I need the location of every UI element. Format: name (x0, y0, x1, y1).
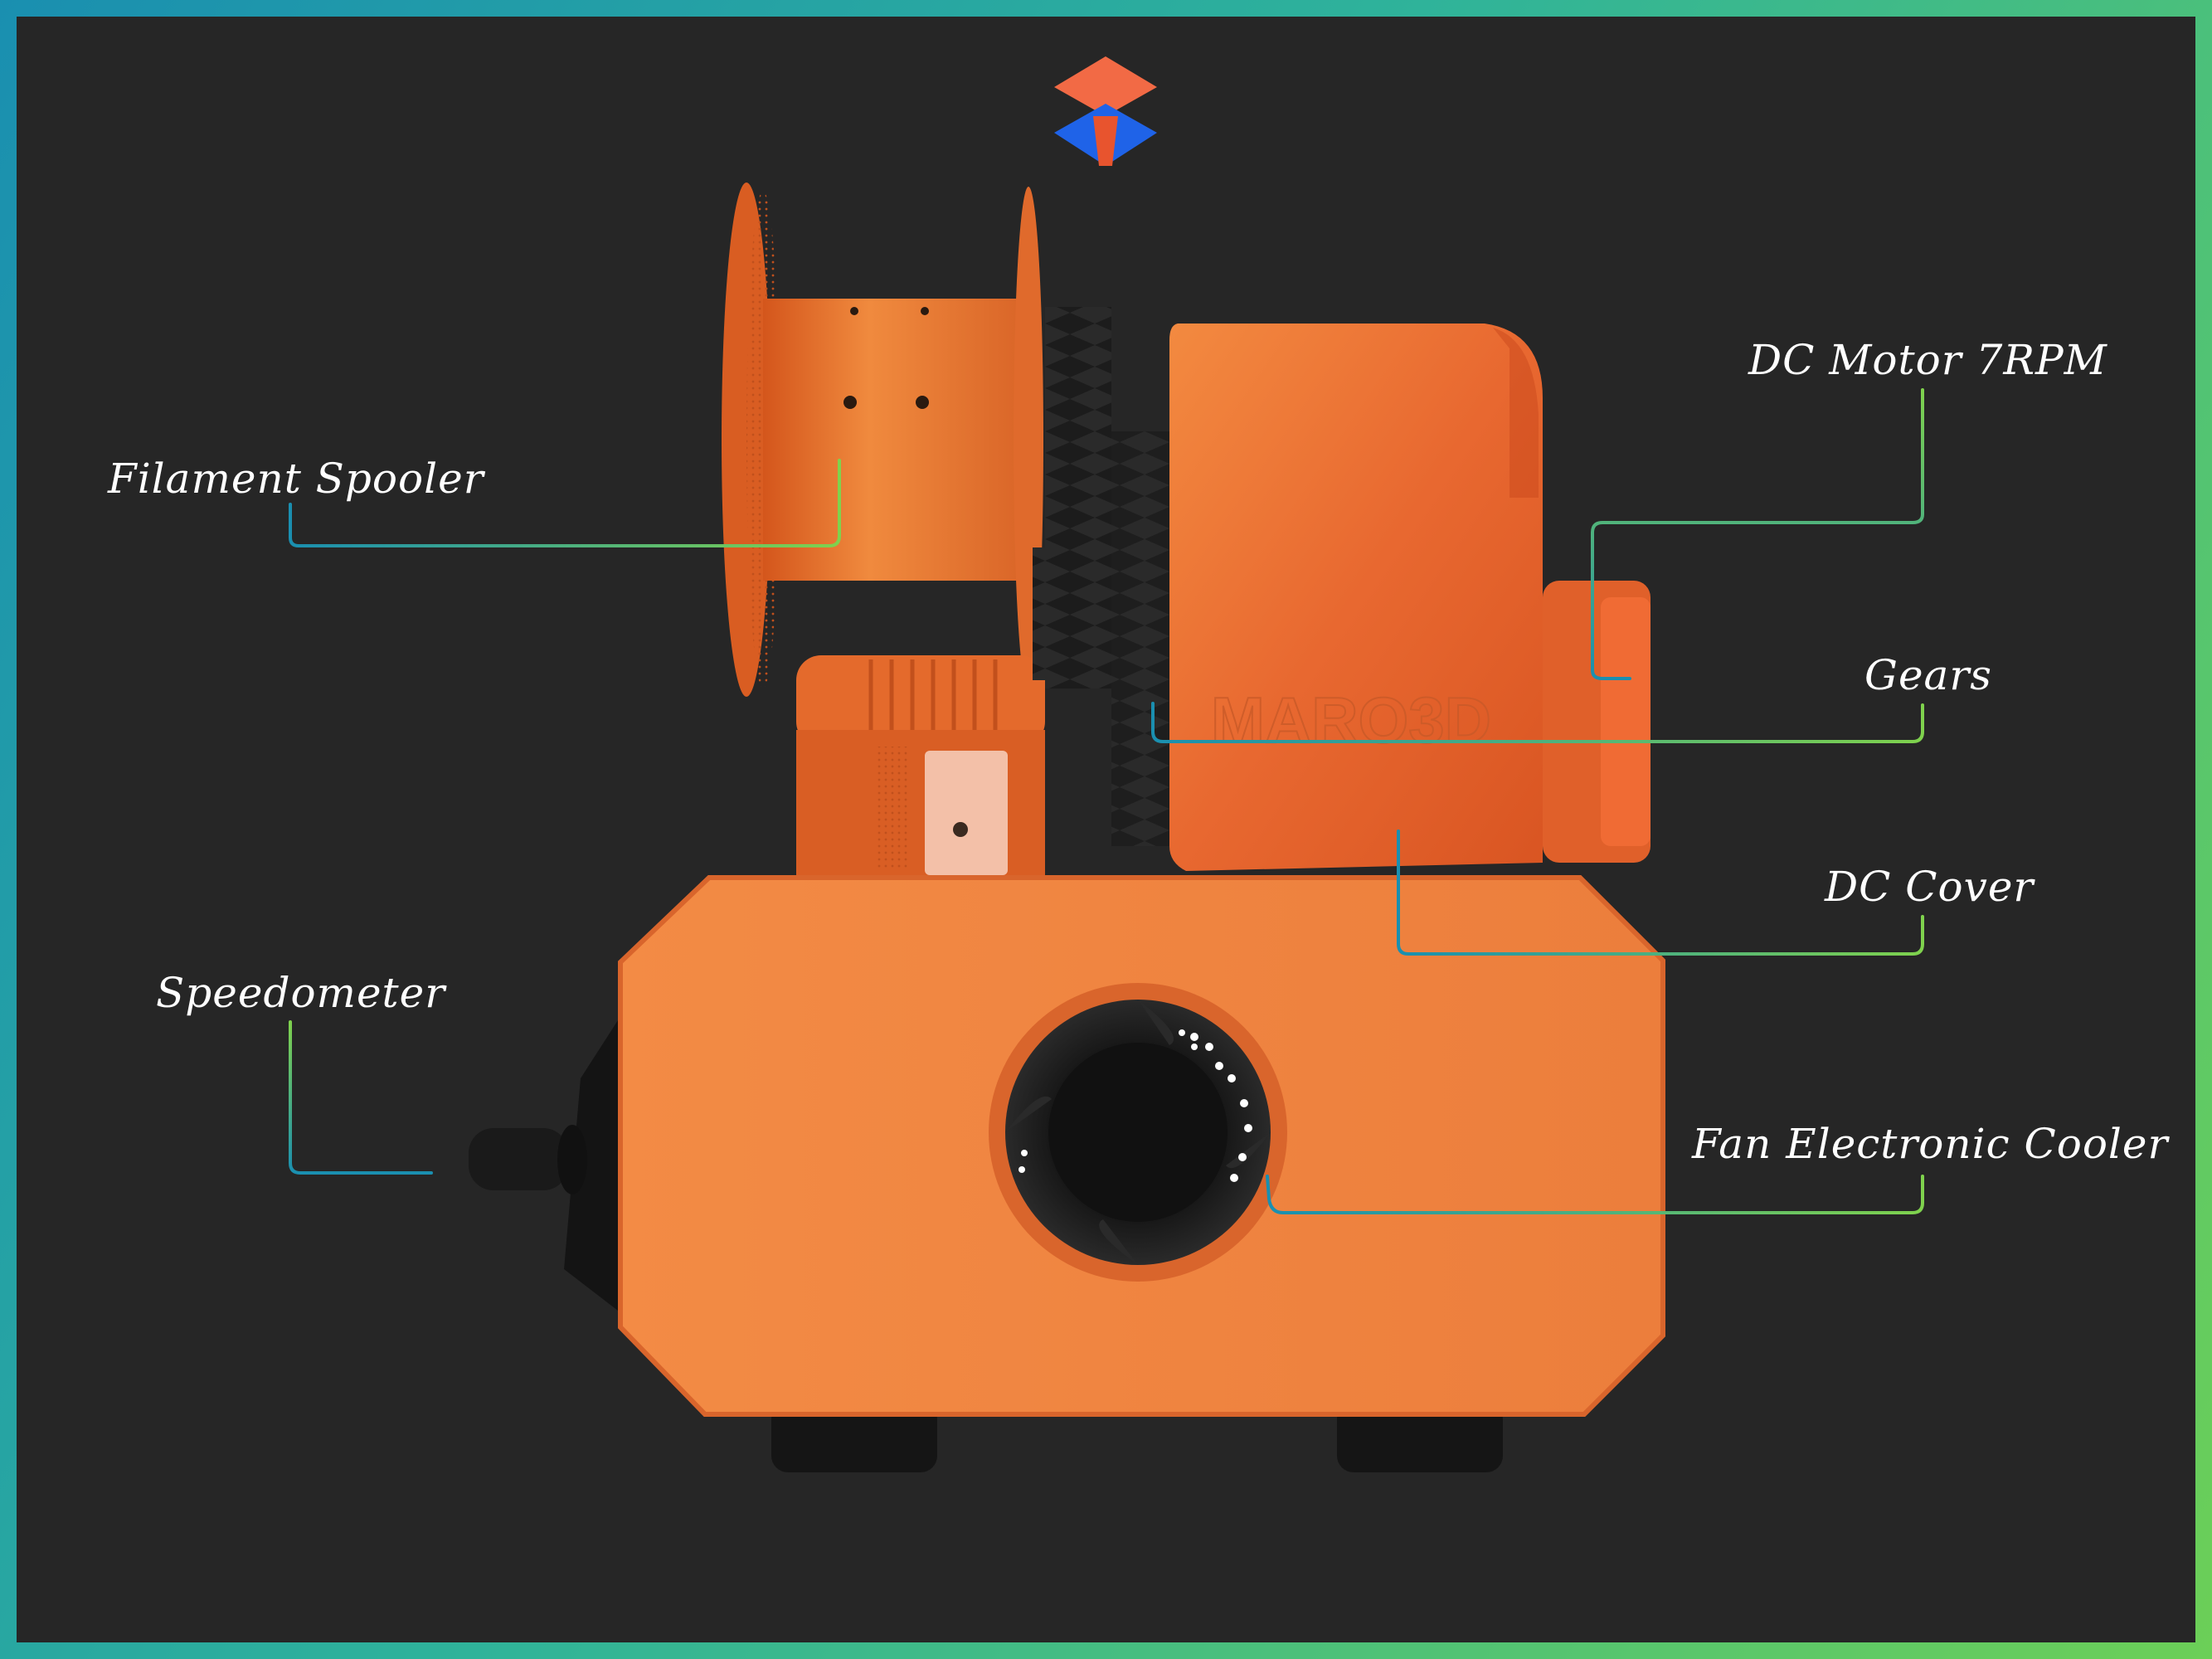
label-fan-cooler: Fan Electronic Cooler (1692, 1120, 2169, 1168)
label-dc-motor: DC Motor 7RPM (1748, 336, 2107, 384)
dc-cover (1169, 324, 1543, 871)
leader-filament-spooler (289, 459, 841, 547)
leader-dc-cover (1397, 830, 1924, 956)
leader-lines (289, 388, 1924, 1214)
dc-motor (1543, 581, 1650, 863)
fan-icon (989, 983, 1287, 1282)
leader-dc-motor (1591, 388, 1924, 680)
label-gears: Gears (1864, 651, 1992, 699)
filament-spool (722, 182, 1045, 879)
label-speedometer: Speedometer (156, 969, 446, 1017)
brand-logo-icon (1054, 56, 1157, 166)
gear-stack (1033, 307, 1186, 846)
leader-speedometer (289, 1020, 433, 1175)
label-dc-cover: DC Cover (1825, 863, 2035, 911)
speedometer-knob (469, 1020, 618, 1311)
watermark-text: MARO3D (1211, 684, 1491, 757)
leader-gears (1151, 702, 1924, 743)
leader-fan-cooler (1266, 1175, 1924, 1214)
label-filament-spooler: Filament Spooler (108, 455, 484, 503)
